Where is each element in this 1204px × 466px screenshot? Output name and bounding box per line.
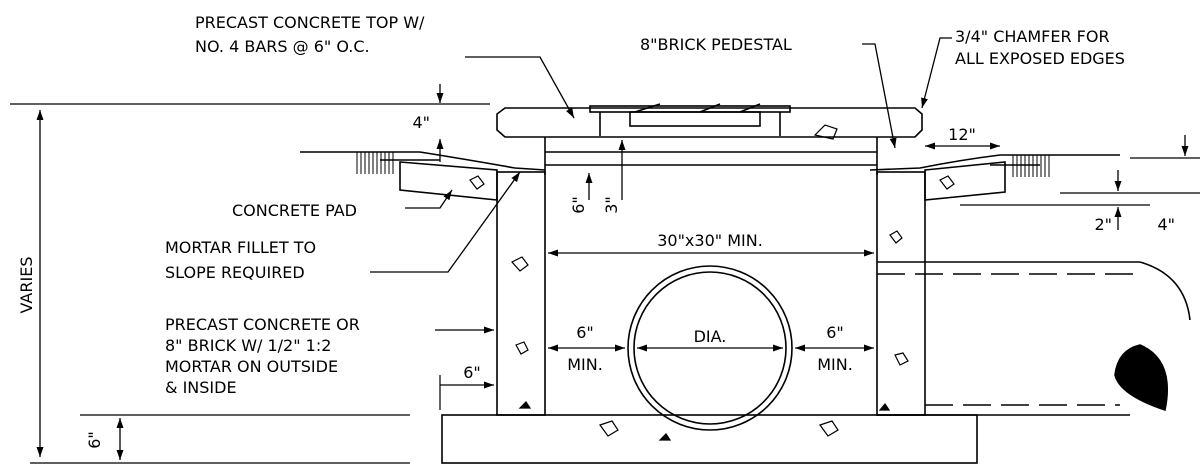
precast-top-slab — [496, 107, 923, 138]
dim-text-clear-right: 6" — [826, 323, 844, 342]
leader-chamfer — [921, 37, 952, 109]
wall-right — [876, 171, 926, 416]
aggregate-marks — [469, 124, 955, 441]
pipe-opening — [627, 265, 793, 431]
leader-brick-pedestal — [862, 43, 897, 149]
concrete-pad-right — [924, 161, 1006, 201]
ground-surface-left — [300, 151, 546, 174]
dim-text-30x30: 30"x30" MIN. — [657, 231, 763, 250]
dim-text-base-6: 6" — [85, 431, 104, 449]
dim-text-3-vert: 3" — [602, 196, 621, 214]
dim-text-clear-left: 6" — [576, 323, 594, 342]
label-varies: VARIES — [17, 257, 36, 314]
wall-left — [496, 171, 546, 416]
label-min-left: MIN. — [567, 355, 603, 374]
label-wall-3: MORTAR ON OUTSIDE — [165, 357, 338, 376]
label-min-right: MIN. — [817, 355, 853, 374]
label-chamfer-2: ALL EXPOSED EDGES — [955, 49, 1125, 68]
ground-surface-right — [869, 154, 1120, 177]
pipe-end-black — [1114, 344, 1168, 412]
label-precast-top-2: NO. 4 BARS @ 6" O.C. — [195, 37, 370, 56]
label-dia: DIA. — [694, 327, 727, 346]
dim-text-6-vert: 6" — [569, 196, 588, 214]
dim-text-top-4: 4" — [412, 113, 430, 132]
grate-frame — [589, 103, 791, 136]
label-wall-4: & INSIDE — [165, 378, 237, 397]
label-chamfer-1: 3/4" CHAMFER FOR — [955, 27, 1110, 46]
label-concrete-pad: CONCRETE PAD — [232, 201, 357, 220]
label-wall-2: 8" BRICK W/ 1/2" 1:2 — [165, 336, 331, 355]
leader-mortar-fillet — [370, 171, 521, 273]
outlet-pipe — [877, 261, 1191, 416]
label-mortar-1: MORTAR FILLET TO — [165, 238, 316, 257]
label-precast-top-1: PRECAST CONCRETE TOP W/ — [195, 13, 425, 32]
base-slab — [441, 414, 978, 464]
leader-concrete-pad — [405, 189, 453, 209]
dim-text-pad-12: 12" — [948, 125, 976, 144]
dim-text-right-4: 4" — [1157, 215, 1175, 234]
label-brick-pedestal: 8"BRICK PEDESTAL — [640, 35, 792, 54]
label-mortar-2: SLOPE REQUIRED — [165, 263, 305, 282]
label-wall-1: PRECAST CONCRETE OR — [165, 315, 360, 334]
leader-precast-top — [465, 56, 575, 119]
dim-text-right-2: 2" — [1094, 215, 1112, 234]
dim-text-wall-6: 6" — [463, 363, 481, 382]
